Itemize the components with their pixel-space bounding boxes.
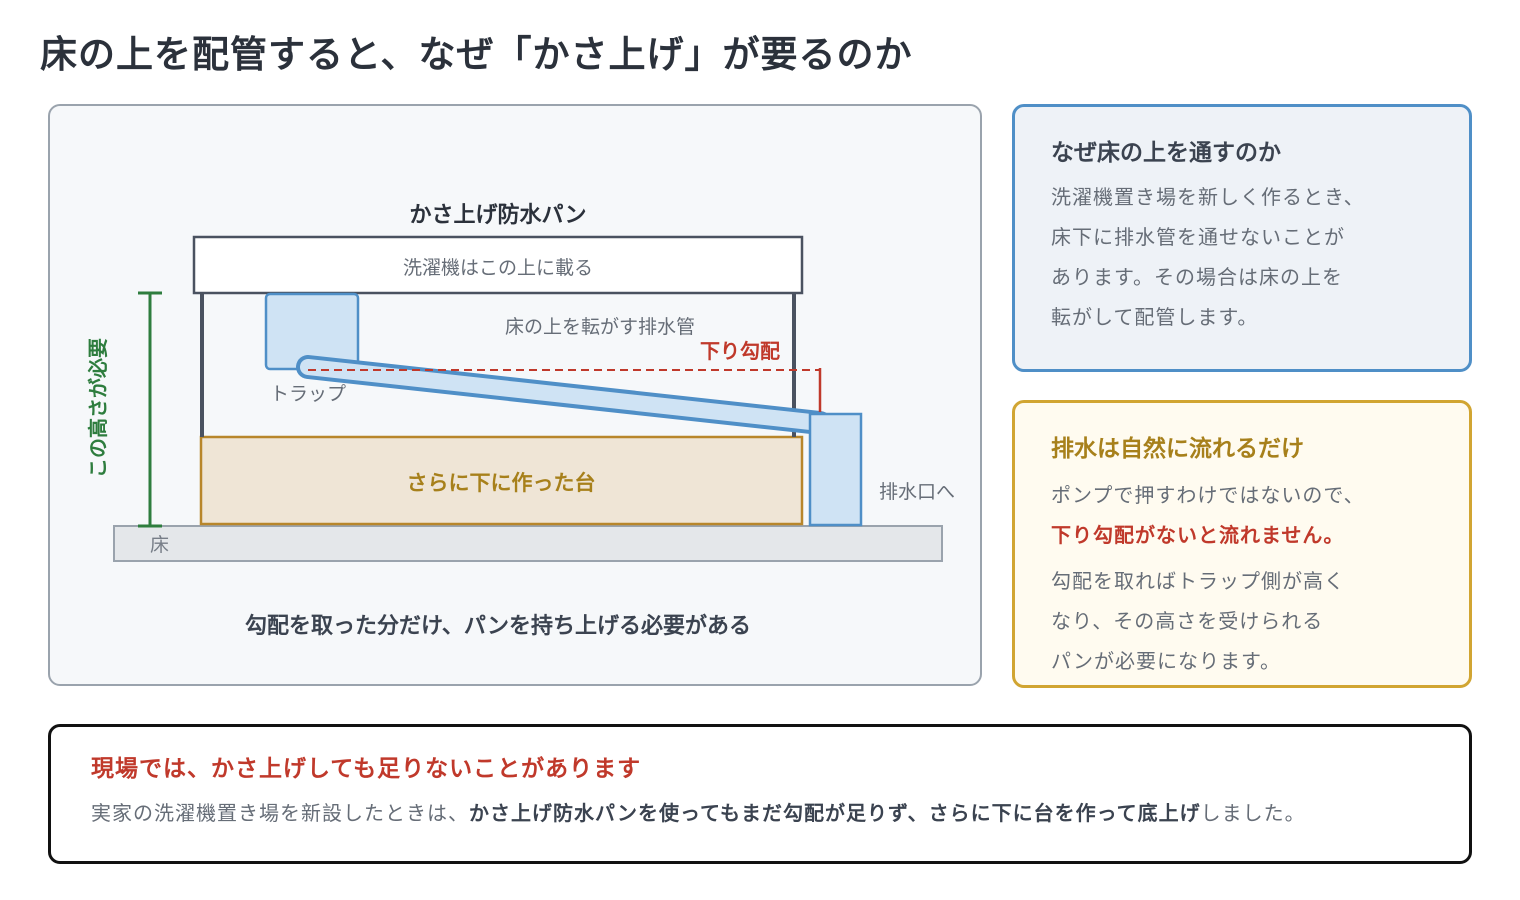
base-label: さらに下に作った台 (407, 471, 596, 495)
pan-diagram: 床 さらに下に作った台 洗濯機はこの上に載る かさ上げ防水パン トラップ 床の上… (86, 203, 955, 639)
field-note-bold: かさ上げ防水パンを使ってもまだ勾配が足りず、さらに下に台を作って底上げ (469, 801, 1201, 825)
slope-label: 下り勾配 (700, 339, 780, 363)
waterproof-pan (192, 235, 804, 295)
floor-label: 床 (150, 534, 169, 556)
drain-card-line: なり、その高さを受けられる (1051, 609, 1324, 633)
why-card: なぜ床の上を通すのか 洗濯機置き場を新しく作るとき、 床下に排水管を通せないこと… (1012, 104, 1472, 372)
drain-outlet (808, 412, 863, 527)
field-note-heading: 現場では、かさ上げしても足りないことがあります (91, 756, 642, 782)
drain-card-body: 勾配を取ればトラップ側が高く なり、その高さを受けられる パンが必要になります。 (1051, 561, 1345, 681)
drain-pipe (300, 359, 828, 431)
base-platform (199, 435, 804, 526)
drain-card-line: 勾配を取ればトラップ側が高く (1051, 569, 1345, 593)
drain-card: 排水は自然に流れるだけ ポンプで押すわけではないので、 下り勾配がないと流れませ… (1012, 400, 1472, 688)
pan-label: 洗濯機はこの上に載る (403, 257, 593, 279)
page-title: 床の上を配管すると、なぜ「かさ上げ」が要るのか (40, 33, 913, 76)
why-card-line: あります。その場合は床の上を (1051, 265, 1343, 289)
why-card-line: 床下に排水管を通せないことが (1051, 225, 1345, 249)
trap-label: トラップ (270, 383, 346, 405)
floor (113, 525, 943, 562)
drain-card-line: パンが必要になります。 (1051, 649, 1281, 673)
why-card-line: 洗濯機置き場を新しく作るとき、 (1051, 185, 1365, 209)
why-card-heading: なぜ床の上を通すのか (1051, 140, 1281, 166)
drain-card-heading: 排水は自然に流れるだけ (1051, 436, 1304, 462)
why-card-line: 転がして配管します。 (1051, 305, 1259, 329)
field-note-text-end: しました。 (1200, 801, 1306, 825)
diagram-caption: 勾配を取った分だけ、パンを持ち上げる必要がある (245, 613, 751, 639)
diagram-panel: 床 さらに下に作った台 洗濯機はこの上に載る かさ上げ防水パン トラップ 床の上… (48, 104, 982, 686)
field-note-text: 実家の洗濯機置き場を新設したときは、 (91, 801, 469, 825)
pan-title: かさ上げ防水パン (409, 203, 586, 228)
field-note-body: 実家の洗濯機置き場を新設したときは、かさ上げ防水パンを使ってもまだ勾配が足りず、… (91, 797, 1306, 826)
drain-card-emphasis: 下り勾配がないと流れません。 (1051, 523, 1345, 547)
field-note: 現場では、かさ上げしても足りないことがあります 実家の洗濯機置き場を新設したとき… (48, 724, 1472, 864)
pipe-label: 床の上を転がす排水管 (505, 316, 695, 338)
drain-card-line: ポンプで押すわけではないので、 (1051, 483, 1365, 507)
why-card-body: 洗濯機置き場を新しく作るとき、 床下に排水管を通せないことが あります。その場合… (1051, 177, 1365, 337)
height-label: この高さが必要 (86, 338, 110, 478)
outlet-label: 排水口へ (879, 481, 955, 503)
